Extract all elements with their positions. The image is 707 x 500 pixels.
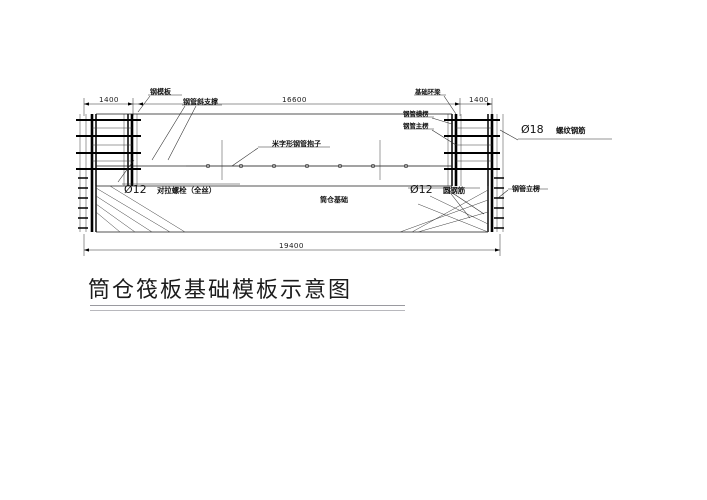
label-threaded-rebar-group: Ø18 螺纹钢筋 <box>521 123 586 136</box>
label-pipe-main-waler: 钢管主楞 <box>403 121 429 130</box>
dimension-span-width: 16600 <box>282 95 307 104</box>
label-pipe-vertical-waler: 钢管立楞 <box>512 184 540 193</box>
page-title: 筒仓筏板基础模板示意图 <box>88 278 353 303</box>
label-pipe-diagonal-brace: 钢管斜支撑 <box>183 97 218 106</box>
diameter-symbol-tie-bolt: Ø12 <box>124 183 147 196</box>
foundation-slab-outline <box>95 113 489 233</box>
label-pipe-horizontal-waler: 钢管横楞 <box>403 109 429 118</box>
title-underline-1 <box>90 305 405 306</box>
title-underline-2 <box>90 310 405 311</box>
left-formwork-assembly <box>76 114 141 232</box>
star-pipe-bracing-row <box>186 140 430 180</box>
dimension-group-top <box>83 98 493 116</box>
dimension-group-bottom <box>83 234 501 256</box>
diagonal-braces-left <box>95 185 186 233</box>
label-silo-foundation: 筒仓基础 <box>320 195 348 204</box>
right-formwork-assembly <box>444 114 504 232</box>
label-star-pipe-bracing: 米字形钢管抱子 <box>271 139 321 148</box>
label-threaded-rebar: 螺纹钢筋 <box>556 126 586 135</box>
diagonal-braces-right <box>399 189 489 233</box>
dimension-right-width: 1400 <box>469 95 489 104</box>
label-ring-beam: 基础环梁 <box>414 87 441 96</box>
label-tie-bolt-group: Ø12 对拉螺栓（全丝） <box>124 183 216 196</box>
dimension-total-width: 19400 <box>279 241 304 250</box>
label-tie-bolt: 对拉螺栓（全丝） <box>157 186 216 195</box>
label-round-rebar: 圆钢筋 <box>443 186 466 195</box>
label-steel-formwork: 钢模板 <box>150 87 172 96</box>
diameter-symbol-threaded-rebar: Ø18 <box>521 123 544 136</box>
leader-lines <box>117 94 612 219</box>
dimension-left-width: 1400 <box>99 95 119 104</box>
label-round-rebar-group: Ø12 圆钢筋 <box>410 183 466 196</box>
diameter-symbol-round-rebar: Ø12 <box>410 183 433 196</box>
